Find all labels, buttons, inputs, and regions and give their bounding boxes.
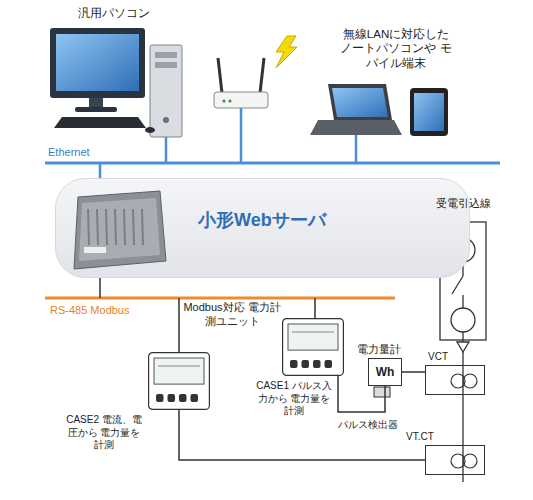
intake-label: 受電引込線 [436,197,491,211]
unit-button [179,394,187,402]
pulse-detector [374,387,390,397]
meter-heading: 電力量計 [357,343,401,357]
meter-symbol: Wh [369,365,401,380]
transformer-symbol [426,446,486,476]
transformer-symbol [426,366,486,396]
display-row [292,332,334,333]
vent [88,209,89,245]
vent [124,209,125,245]
server-face [79,198,160,261]
unit-label: Modbus対応 電力計測ユニット [183,301,281,329]
coil [463,454,477,468]
unit-button [290,360,298,368]
unit2-bus-drop [178,298,180,352]
bus-label: RS-485 Modbus [50,304,130,318]
signal-wire [402,371,425,373]
server-band: 小形Webサーバ [55,178,470,278]
unit-case [283,319,344,376]
server-bus-drop [99,276,101,298]
vct-heading: VCT [428,351,448,364]
vent [133,209,134,245]
wireless-router [214,58,268,163]
unit-button [325,360,333,368]
rs485-bus [45,297,395,300]
unit-button [191,394,199,402]
wireless-label: 無線LANに対応した ノートパソコンや モバイル端末 [336,27,456,70]
vtct-heading: VT.CT [406,431,434,444]
case-caption: CASE1 パルス入力から 電力量を計測 [256,380,332,418]
ethernet-line [45,162,500,165]
tablet [410,88,448,136]
unit-display [288,324,338,350]
unit-button [302,360,310,368]
server-body [74,191,166,269]
meter-unit: CASE1 パルス入力から 電力量を計測 [282,318,344,376]
meter-unit-outline [148,352,210,410]
case-caption: CASE2 電流、電圧から 電力量を計測 [66,414,142,452]
unit1-bus-drop [314,298,316,318]
server-title: 小形Webサーバ [198,209,326,232]
display-row [158,366,200,367]
pc-label: 汎用パソコン [78,6,150,21]
vent [142,209,143,245]
bus-label: Ethernet [48,146,90,160]
wireless-bolt [276,36,297,68]
vct-box: VCT [425,365,485,395]
vent [115,209,116,245]
unit-display [154,358,204,384]
vtct-box: VT.CT [425,445,485,475]
server-badge [84,247,106,253]
unit-case [149,353,210,410]
meter-unit: CASE2 電流、電圧から 電力量を計測 [148,352,210,410]
signal-wire [179,410,425,460]
vent [97,209,98,245]
meter-unit-outline [282,318,344,376]
vent [106,209,107,245]
unit-button [168,394,176,402]
unit-button [313,360,321,368]
unit-button [156,394,164,402]
watt-hour-meter: 電力量計Wh [368,358,402,386]
detector-label: パルス検出器 [338,419,398,432]
server-icon [70,187,170,273]
desktop-pc [50,28,182,163]
laptop [310,84,402,163]
coil [463,374,477,388]
